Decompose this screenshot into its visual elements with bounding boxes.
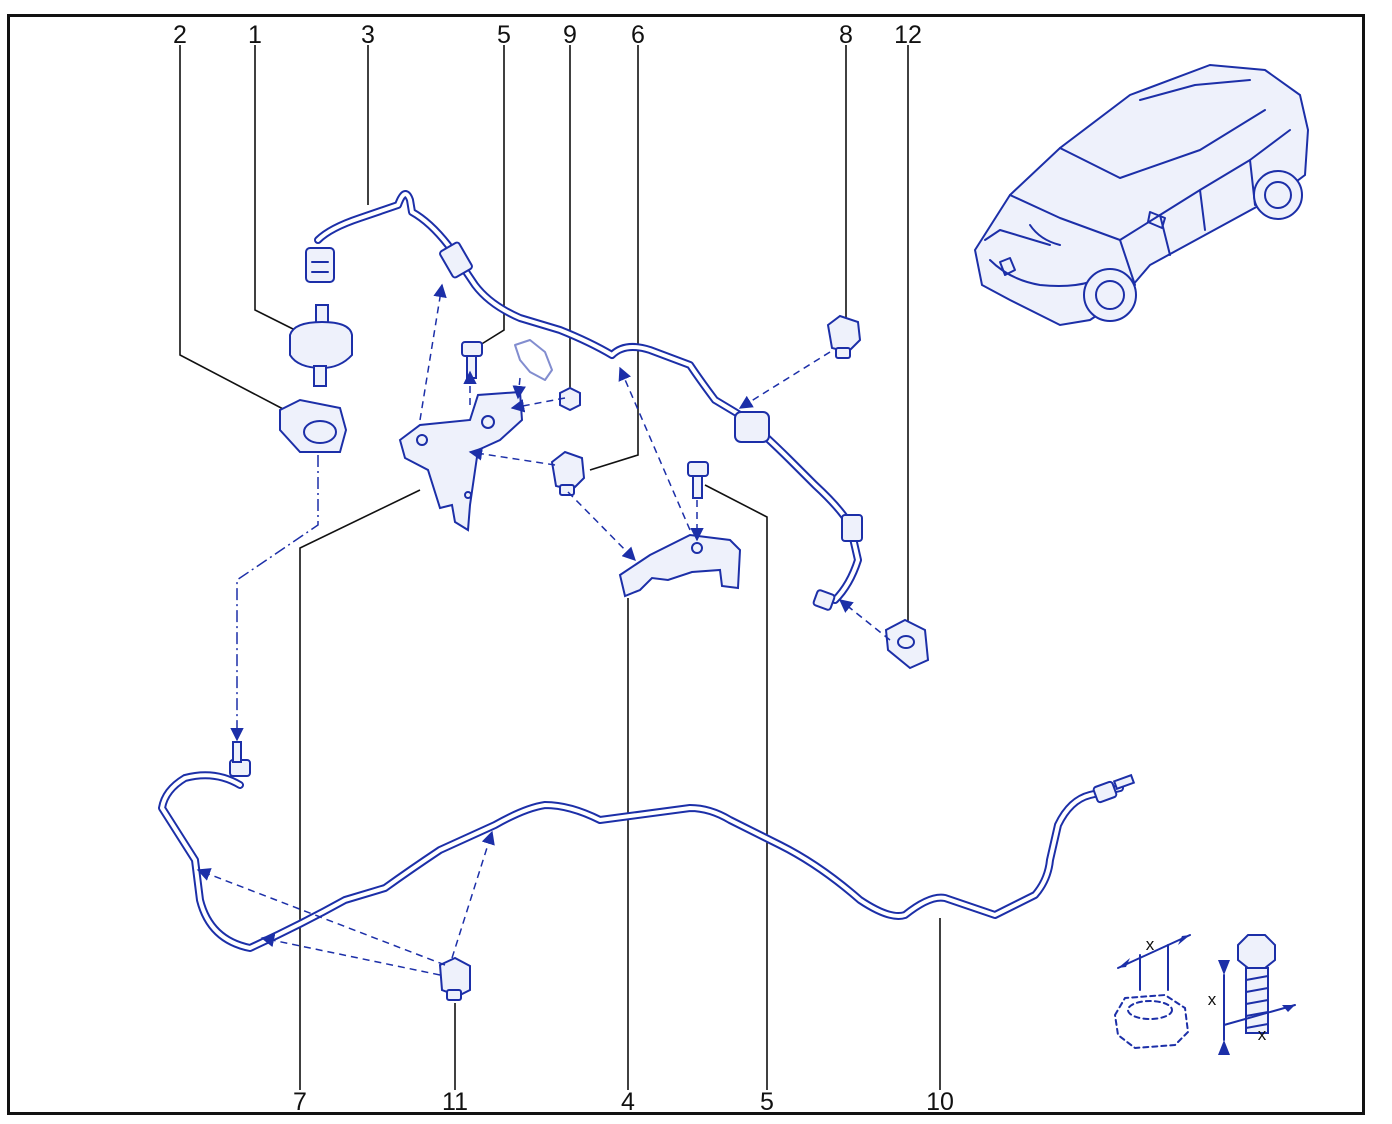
bracket-part-7	[398, 390, 524, 532]
bracket-ghost	[514, 339, 553, 381]
clip-part-11	[438, 956, 471, 1001]
upper-pipe	[314, 190, 863, 611]
callout-9: 9	[563, 21, 577, 49]
bolt-tolerance-label-1: x	[1208, 990, 1217, 1009]
callout-11: 11	[442, 1088, 468, 1116]
callout-numbers: 2 1 3 5 9 6 8 12 7 11 4 5 10	[173, 21, 954, 1116]
callout-leaders-bottom	[299, 484, 941, 1090]
lower-pipe-connector-right	[1092, 773, 1136, 804]
lower-pipe-connector-left	[229, 741, 251, 777]
grommet-part-12	[884, 618, 930, 670]
callout-4: 4	[621, 1088, 635, 1116]
clip-part-8	[826, 314, 862, 359]
callout-12: 12	[894, 21, 922, 49]
nut-tolerance-label: x	[1146, 935, 1155, 954]
callout-10: 10	[926, 1088, 954, 1116]
bolt-part-5-top	[461, 341, 483, 379]
callout-3: 3	[361, 21, 375, 49]
bolt-tolerance-label-2: x	[1258, 1025, 1267, 1044]
sensor-part-1	[289, 304, 353, 387]
nut-icon: x	[1114, 934, 1191, 1049]
clip-part-6	[550, 450, 586, 496]
callout-1: 1	[248, 21, 262, 49]
assembly-arrows	[196, 283, 891, 976]
nut-part-9	[559, 386, 581, 412]
plate-part-4	[618, 533, 742, 598]
callout-6: 6	[631, 21, 645, 49]
callout-8: 8	[839, 21, 853, 49]
callout-7: 7	[293, 1088, 307, 1116]
callout-5-top: 5	[497, 21, 511, 49]
bolt-part-5-bottom	[687, 461, 709, 499]
vehicle-illustration-icon	[973, 63, 1310, 327]
callout-2: 2	[173, 21, 187, 49]
clamp-ring-part-2	[279, 398, 348, 453]
bolt-icon: x x	[1208, 934, 1296, 1055]
callout-5-bottom: 5	[760, 1088, 774, 1116]
callout-leaders-top	[179, 45, 909, 625]
pipe-connector-top	[305, 247, 335, 283]
lower-pipe	[158, 771, 1124, 952]
